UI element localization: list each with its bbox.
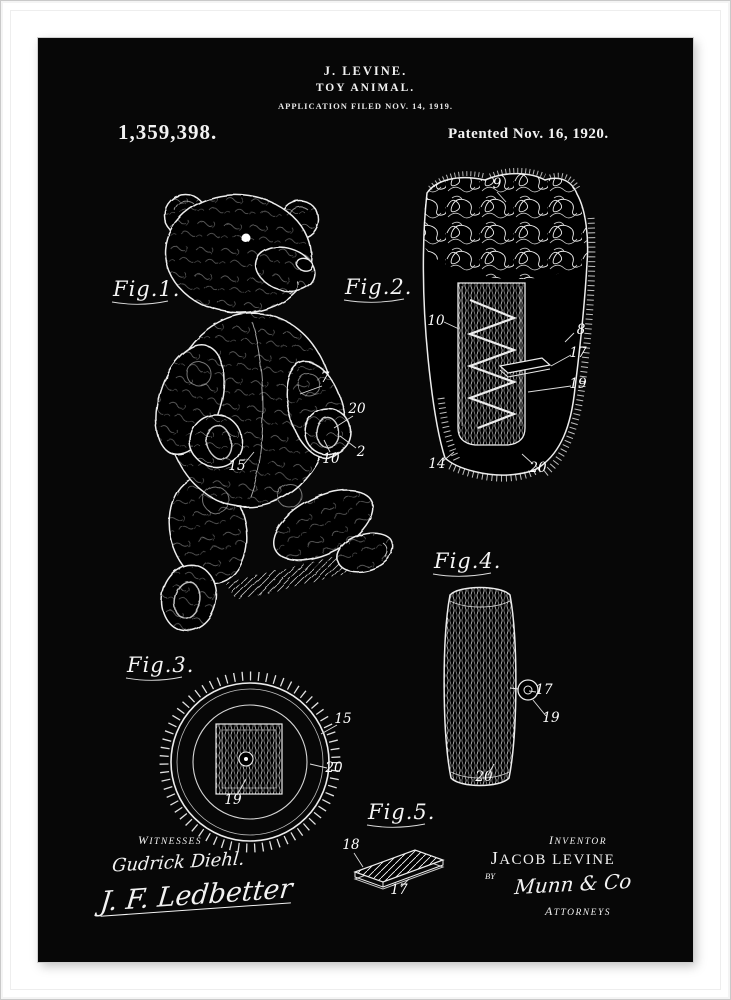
patent-inventor-line: J. LEVINE. (323, 64, 408, 78)
ref-numeral: 15 (334, 711, 351, 727)
spring (466, 298, 518, 430)
bear-eye (241, 233, 251, 243)
ref-numeral: 20 (528, 460, 547, 476)
ref-numeral: 17 (390, 882, 408, 898)
fig2-label: Fig.2. (344, 275, 412, 299)
inventor-label: INVENTOR (548, 833, 607, 847)
ref-numeral: 7 (321, 370, 330, 386)
patent-title-line: TOY ANIMAL. (315, 82, 416, 94)
ref-numeral: 10 (322, 451, 340, 467)
inventor-name: JACOB LEVINE (490, 848, 616, 868)
bear-right-foot (336, 531, 394, 573)
flat-plate (353, 849, 445, 883)
fig1-label: Fig.1. (112, 277, 180, 301)
shoulder-joint-disc (297, 373, 321, 397)
patent-poster: J. LEVINE. TOY ANIMAL. APPLICATION FILED… (38, 38, 693, 962)
figure-labels: Fig.1. Fig.2. Fig.3. Fig.4. Fig.5. (111, 275, 501, 828)
fig5-label: Fig.5. (367, 800, 435, 824)
fur-tick-ring (159, 671, 341, 853)
fig1-teddy-bear-drawing (155, 193, 394, 632)
ref-numeral: 15 (228, 458, 245, 474)
by-label: BY (485, 871, 495, 881)
bear-left-foot (160, 564, 218, 632)
fig2-limb-section-drawing (422, 167, 596, 482)
ref-numeral: 18 (342, 837, 360, 853)
patent-number: 1,359,398. (118, 120, 218, 144)
ref-numeral: 20 (324, 760, 343, 776)
inner-cylinder (457, 282, 526, 446)
fig4-callouts: 17 19 20 (474, 682, 560, 785)
shoulder-joint-disc (186, 361, 212, 387)
ref-numeral: 19 (569, 376, 587, 392)
ref-numeral: 17 (569, 345, 587, 361)
fig5-plate-drawing (353, 849, 445, 890)
bear-right-paw (304, 408, 352, 456)
eyelet-ring (517, 679, 539, 701)
ref-numeral: 14 (428, 456, 445, 472)
witnesses-label: WITNESSES (138, 833, 203, 847)
fig3-label: Fig.3. (126, 653, 194, 677)
fig2-callouts: 9 10 8 17 19 14 20 (427, 176, 587, 476)
patent-date: Patented Nov. 16, 1920. (448, 126, 609, 142)
patent-drawing-svg: Fig.1. Fig.2. Fig.3. Fig.4. Fig.5. 7 20 … (111, 167, 596, 898)
stuffing-texture (423, 173, 588, 280)
spool-body (443, 586, 517, 787)
ref-numeral: 2 (356, 444, 366, 460)
ref-numeral: 8 (577, 322, 586, 338)
ref-numeral: 20 (474, 769, 493, 785)
retaining-plate (498, 357, 552, 374)
ground-shading (225, 555, 350, 600)
bear-nose (295, 257, 313, 271)
ref-numeral: 19 (224, 792, 242, 808)
fig1-callouts: 7 20 15 10 2 (228, 370, 366, 474)
ref-numeral: 19 (542, 710, 560, 726)
ref-numeral: 9 (493, 176, 502, 192)
attorneys-label: ATTORNEYS (545, 904, 611, 918)
ref-numeral: 20 (347, 401, 366, 417)
fig3-disc-drawing (159, 671, 341, 853)
hip-joint-disc (202, 486, 230, 514)
patent-application-line: APPLICATION FILED NOV. 14, 1919. (277, 101, 454, 111)
fig4-label: Fig.4. (433, 549, 501, 573)
fig5-callouts: 18 17 (342, 837, 410, 898)
ref-numeral: 17 (535, 682, 553, 698)
fig4-spool-drawing (443, 586, 539, 787)
fig3-callouts: 15 20 19 (224, 711, 351, 808)
ref-numeral: 10 (427, 313, 445, 329)
hip-joint-disc (277, 483, 303, 509)
